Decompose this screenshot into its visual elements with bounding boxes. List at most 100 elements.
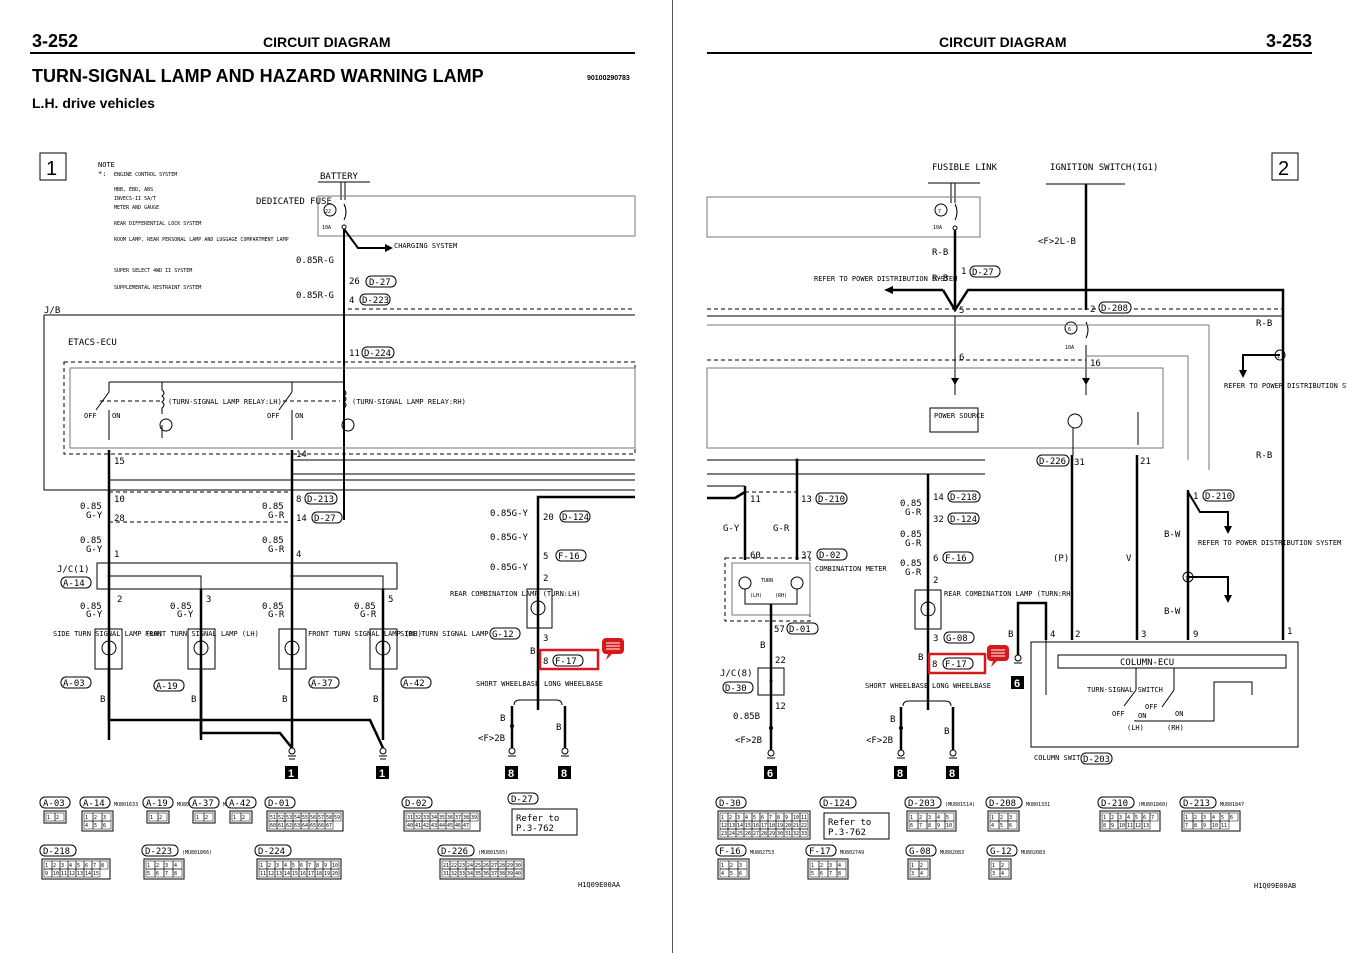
svg-text:13: 13 (801, 495, 812, 505)
svg-text:B: B (760, 641, 765, 651)
connector-tag-f17[interactable]: F-17 (552, 654, 584, 667)
connector-tag-a37[interactable]: A-37 (308, 676, 340, 689)
sheet-number-text: 2 (1278, 158, 1289, 180)
pin-number: 3 (1119, 815, 1122, 821)
pin-number: 6 (910, 823, 913, 829)
connector-tag-d02[interactable]: D-02 (816, 548, 848, 561)
pin-number: 13 (77, 871, 83, 877)
pin-number: 12 (721, 823, 727, 829)
connector-tag-g12[interactable]: G-12 (489, 627, 521, 640)
connector-tag-d27[interactable]: D-27 (969, 265, 1001, 278)
pin-number: 40 (515, 871, 521, 877)
svg-text:F-16: F-16 (945, 554, 967, 564)
connector-tag-f16[interactable]: F-16 (555, 549, 587, 562)
figure-code-left: H1Q09E00AA (578, 881, 621, 889)
connector-part: MU802749 (840, 850, 864, 856)
pin-number: 2 (159, 815, 162, 821)
connector-tag-d210[interactable]: D-210 (1202, 489, 1235, 502)
pin-number: 47 (463, 823, 469, 829)
pin-number: 14 (85, 871, 91, 877)
etacs-ecu: ETACS-ECU 11 D-224 OFF ON (TURN-SIGNAL L… (63, 338, 636, 467)
highlight-box[interactable] (538, 648, 600, 671)
connector-tag-d203[interactable]: D-203 (1080, 752, 1113, 765)
connector-tag-d208[interactable]: D-208 (1098, 301, 1132, 314)
svg-text:6: 6 (933, 554, 938, 564)
svg-text:D-124: D-124 (562, 513, 589, 523)
connector-tag-d124[interactable]: D-124 (947, 512, 980, 525)
svg-text:2: 2 (1075, 630, 1080, 640)
connector-tag-f17[interactable]: F-17 (942, 657, 974, 670)
connector-tag-d226[interactable]: D-226 (1036, 454, 1070, 467)
svg-text:12: 12 (775, 702, 786, 712)
highlight-box[interactable] (927, 652, 987, 675)
connector-tag-a42[interactable]: A-42 (400, 676, 432, 689)
connector-tag-d124[interactable]: D-124 (559, 510, 591, 523)
long-wheelbase-label: LONG WHEELBASE (544, 680, 603, 688)
column-ecu-label: COLUMN-ECU (1120, 658, 1174, 668)
connector-tag-d210[interactable]: D-210 (815, 492, 848, 505)
pin-number: 17 (308, 871, 314, 877)
connector-tag-a14[interactable]: A-14 (60, 576, 92, 589)
connector-tag-a19[interactable]: A-19 (153, 679, 185, 692)
connector-tag-d213[interactable]: D-213 (304, 492, 338, 505)
connector-tag-d27[interactable]: D-27 (365, 275, 397, 288)
connector-tag-g08[interactable]: G-08 (943, 631, 975, 644)
pin-number: 5 (147, 871, 150, 877)
pin-number: 33 (459, 871, 465, 877)
pin-number: 6 (85, 863, 88, 869)
pin-number: 5 (1000, 823, 1003, 829)
connector-tag-d01[interactable]: D-01 (786, 622, 819, 635)
comment-icon[interactable] (987, 645, 1009, 667)
connector-tag-f16[interactable]: F-16 (942, 551, 974, 564)
svg-text:3: 3 (933, 634, 938, 644)
svg-text:G-12: G-12 (492, 630, 514, 640)
svg-text:0.85: 0.85 (170, 602, 192, 612)
connector-tag-d224[interactable]: D-224 (361, 346, 395, 359)
connector-tag-d30[interactable]: D-30 (722, 681, 754, 694)
pin-number: 11 (1127, 823, 1133, 829)
left-header-rule (30, 52, 635, 54)
pin-number: 4 (1212, 815, 1215, 821)
svg-text:TURN: TURN (761, 578, 773, 584)
pin-number: 7 (769, 815, 772, 821)
pin-number: 6 (1230, 815, 1233, 821)
connector-tag-d27[interactable]: D-27 (311, 511, 343, 524)
svg-text:D-208: D-208 (1101, 304, 1128, 314)
svg-text:B: B (373, 695, 378, 705)
svg-text:3: 3 (543, 634, 548, 644)
connector-tag-d223[interactable]: D-223 (359, 293, 391, 306)
svg-text:(RH): (RH) (1167, 724, 1184, 732)
pin-number: 2 (156, 863, 159, 869)
connector-id: D-208 (989, 799, 1016, 809)
svg-text:10A: 10A (1065, 345, 1074, 351)
ground-8-d: 8 (946, 749, 959, 780)
connector-tag-d218[interactable]: D-218 (947, 490, 981, 503)
comment-icon[interactable] (602, 638, 624, 660)
pin-number: 5 (292, 863, 295, 869)
pin-number: 2 (1001, 863, 1004, 869)
connector-part: (MU801514) (945, 802, 975, 808)
turn-signal-switch-label: TURN-SIGNAL SWITCH (1087, 686, 1163, 694)
connector-tag-a03[interactable]: A-03 (60, 676, 92, 689)
